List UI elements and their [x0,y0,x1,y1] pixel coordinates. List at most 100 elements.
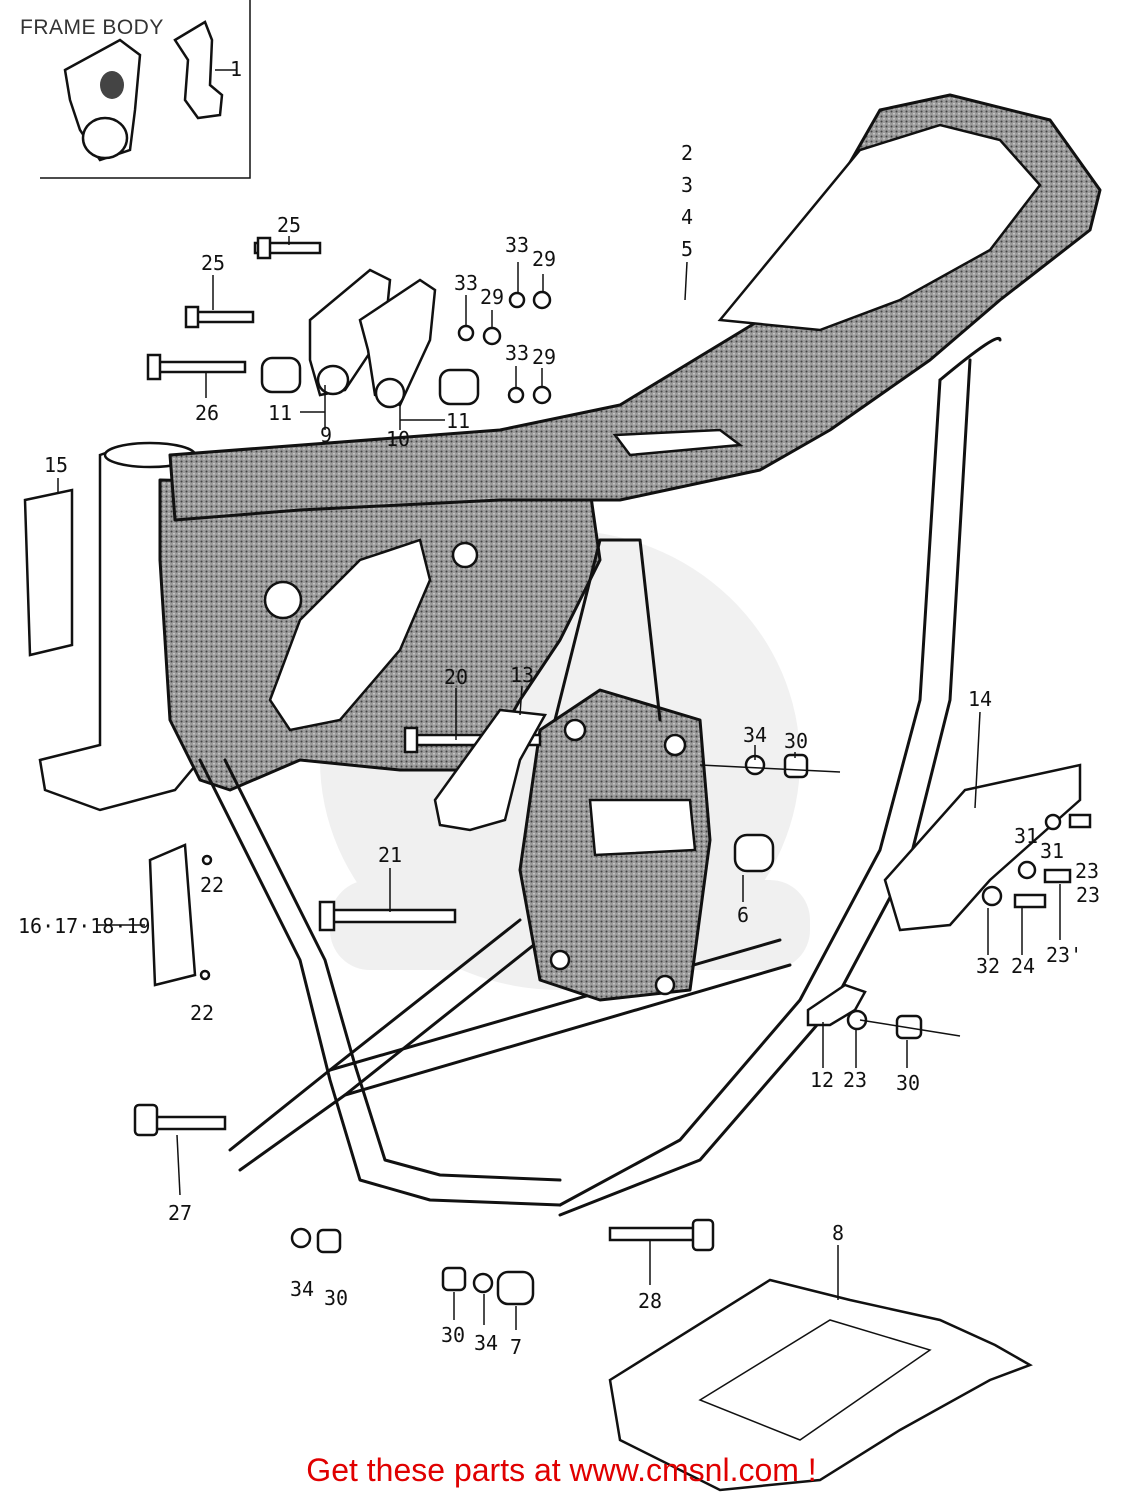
bracket-13 [433,708,548,832]
callout-23-a: 23 [1075,859,1099,883]
callout-33-b: 33 [454,271,478,295]
washer-31-b [1017,860,1037,880]
rear-downtube-outer [558,378,942,1207]
washer-34-bottom-left [290,1227,312,1249]
nut-30-bottom-left [316,1228,342,1254]
washer-33-c [507,386,525,404]
nut-30-right [895,1014,923,1040]
callout-10: 10 [386,427,410,451]
callout-labels: 1 2 3 4 5 25 25 26 33 29 33 29 33 29 11 … [18,57,1100,1359]
callout-30-bottom-left: 30 [324,1286,348,1310]
leader-lines [57,236,1061,1330]
washer-33-b [457,324,475,342]
callout-33-c: 33 [505,341,529,365]
inset-box [40,0,251,179]
nut-30-bottom-center [441,1266,467,1292]
bolt-23-a [1068,813,1092,829]
bolt-24 [1013,893,1047,909]
callout-8: 8 [832,1221,844,1245]
inset-part-1 [173,20,224,120]
bolt-23-b [1043,868,1072,884]
callout-25-upper: 25 [277,213,301,237]
callout-16-17-18-19: 16·17·18·19 [18,914,150,938]
callout-29-a: 29 [532,247,556,271]
callout-34-mid: 34 [743,723,767,747]
callout-3: 3 [681,173,693,197]
callout-2: 2 [681,141,693,165]
reflector-panel-16-19 [148,843,197,987]
callout-34-bottom-left: 34 [290,1277,314,1301]
callout-1: 1 [230,57,242,81]
get-parts-link[interactable]: Get these parts at www.cmsnl.com ! [306,1452,817,1488]
main-frame [38,93,1102,1217]
bolt-27 [153,1115,227,1131]
callout-9: 9 [320,423,332,447]
nut-29-a [532,290,552,310]
callout-28: 28 [638,1289,662,1313]
rear-downtube-inner [558,358,972,1217]
callout-11-right: 11 [446,409,470,433]
screw-22-bottom [199,969,211,981]
callout-30-mid: 30 [784,729,808,753]
collar-6 [733,833,775,873]
callout-27: 27 [168,1201,192,1225]
washer-31-a [1044,813,1062,831]
callout-33-a: 33 [505,233,529,257]
callout-31-a: 31 [1014,824,1038,848]
label-plate-15 [23,488,74,657]
bracket-10 [358,278,437,407]
nut-30-mid [783,753,809,779]
callout-29-b: 29 [480,285,504,309]
front-cross-tube [228,918,522,1152]
nut-29-c [532,385,552,405]
callout-30-right: 30 [896,1071,920,1095]
bolt-25-upper [253,241,322,255]
bushing-11-left [260,356,302,394]
callout-29-c: 29 [532,345,556,369]
bracket-9 [308,268,392,397]
bolt-28 [608,1226,700,1242]
callout-11-left: 11 [268,401,292,425]
callout-24: 24 [1011,954,1035,978]
nut-29-b [482,326,502,346]
washer-34-bottom-center [472,1272,494,1294]
diagram-title: FRAME BODY [20,16,164,39]
callout-22-bottom: 22 [190,1001,214,1025]
callout-23-b: 23 [1076,883,1100,907]
callout-23-prime: 23' [1046,943,1082,967]
callout-26: 26 [195,401,219,425]
bolt-26 [148,360,247,374]
skid-plate-8 [608,1278,1033,1492]
washer-32 [981,885,1003,907]
callout-20: 20 [444,665,468,689]
callout-32: 32 [976,954,1000,978]
bushing-11-right [438,368,480,406]
callout-15: 15 [44,453,68,477]
gusset-cutout [268,538,432,732]
callout-13: 13 [510,663,534,687]
rear-frame-opening [717,123,1042,332]
callout-14: 14 [968,687,992,711]
screw-22-top [201,854,213,866]
callout-6: 6 [737,903,749,927]
callout-22-top: 22 [200,873,224,897]
callout-21: 21 [378,843,402,867]
callout-7: 7 [510,1335,522,1359]
washer-23 [846,1009,868,1031]
callout-23-low: 23 [843,1068,867,1092]
bracket-14 [883,763,1082,932]
washer-33-a [508,291,526,309]
callout-31-b: 31 [1040,839,1064,863]
front-downtube-left [198,758,562,1207]
collar-7 [496,1270,535,1306]
callout-30-bottom-center: 30 [441,1323,465,1347]
callout-25-lower: 25 [201,251,225,275]
callout-12: 12 [810,1068,834,1092]
callout-34-bottom-center: 34 [474,1331,498,1355]
center-down-tube [553,538,662,722]
top-cross-plate [612,428,744,457]
front-downtube-right [223,758,562,1182]
hardware-parts [23,236,1092,1492]
